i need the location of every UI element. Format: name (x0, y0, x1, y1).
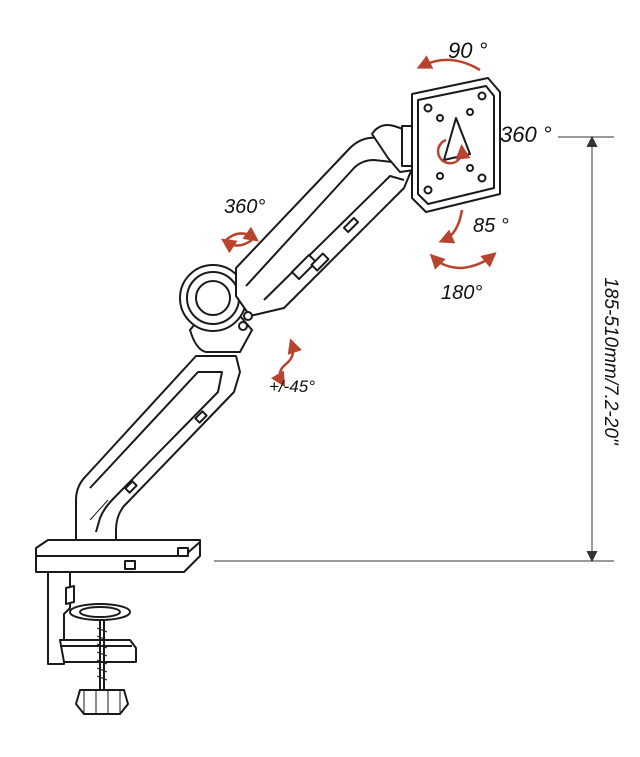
label-rotate-monitor: 360 ° (500, 122, 552, 147)
dimension-lines (214, 135, 614, 563)
arrow-swivel-left (429, 253, 463, 270)
label-arm-tilt: +/-45° (269, 377, 316, 396)
desk-clamp (35, 539, 201, 715)
arrow-arm-tilt-up (285, 338, 302, 365)
arrow-joint-rotate (225, 226, 259, 242)
arrow-rotate-monitor (436, 138, 471, 165)
label-tilt-down: 85 ° (473, 215, 509, 237)
arrow-swivel-right (461, 252, 497, 270)
label-swivel-bottom: 180° (441, 282, 483, 304)
lower-arm (75, 355, 241, 541)
rotation-arrows (221, 55, 497, 388)
arrow-tilt-top (416, 55, 481, 72)
vesa-plate (411, 77, 501, 213)
arrow-tilt-down (438, 209, 464, 244)
label-height-range: 185-510mm/7.2-20" (600, 277, 621, 445)
arrow-joint-rotate-back (221, 238, 253, 254)
label-arm-joint-rotate: 360° (224, 196, 266, 218)
arrow-arm-tilt-down (270, 363, 287, 388)
label-tilt-top: 90 ° (448, 38, 488, 63)
upper-arm (235, 136, 415, 321)
